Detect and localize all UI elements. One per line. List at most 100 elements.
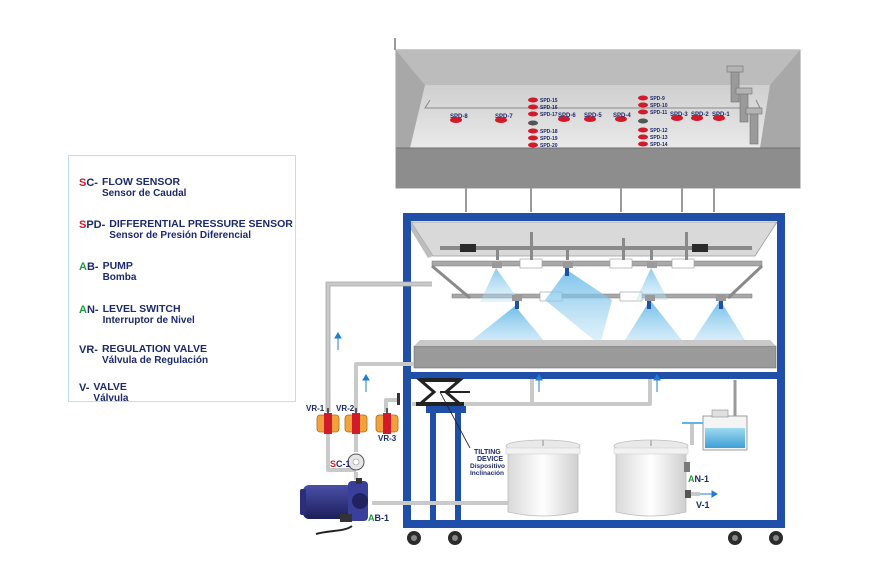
svg-text:SPD-5: SPD-5: [584, 113, 602, 119]
sensor-spd-15: SPD-15: [528, 97, 558, 104]
sensor-spd-16: SPD-16: [528, 104, 558, 111]
legend-spanish: Sensor de Presión Diferencial: [109, 230, 252, 241]
svg-text:SPD-8: SPD-8: [450, 114, 468, 120]
sensor-spd-10: SPD-10: [638, 102, 668, 109]
collecting-channel: [413, 340, 777, 369]
tilting-device: [415, 378, 471, 449]
label-ab-1: AB-1: [368, 513, 389, 523]
legend-english: FLOW SENSOR: [101, 176, 181, 188]
svg-text:SPD-10: SPD-10: [650, 103, 668, 109]
svg-text:SPD-17: SPD-17: [540, 112, 558, 118]
sensor-spd-19: SPD-19: [528, 135, 558, 142]
svg-text:SPD-3: SPD-3: [670, 112, 688, 118]
level-switch-an-1: [684, 462, 690, 472]
legend-code: AN-: [79, 304, 99, 316]
svg-text:SPD-4: SPD-4: [613, 113, 631, 119]
sensor-spd-11: SPD-11: [638, 109, 667, 116]
svg-text:SPD-18: SPD-18: [540, 129, 558, 135]
legend-english: LEVEL SWITCH: [102, 303, 181, 315]
flow-sensor-sc-1: [347, 453, 365, 471]
regulation-valve-vr-3: [375, 408, 399, 434]
legend-spanish: Bomba: [102, 272, 137, 283]
sensor-spd-12: SPD-12: [638, 127, 668, 134]
svg-text:SPD-13: SPD-13: [650, 135, 668, 141]
flow-arrows: [334, 332, 718, 498]
legend-spanish: Interruptor de Nivel: [102, 315, 195, 326]
sensor-spd-4: SPD-4: [613, 113, 631, 122]
svg-text:SPD-14: SPD-14: [650, 142, 668, 148]
svg-text:SPD-19: SPD-19: [540, 136, 558, 142]
support-frame: [403, 213, 785, 545]
legend-code: AB-: [79, 261, 99, 273]
svg-text:SPD-7: SPD-7: [495, 114, 513, 120]
sensor-spd-20: SPD-20: [528, 142, 558, 149]
sensor-port: [528, 120, 538, 126]
sensor-spd-14: SPD-14: [638, 141, 668, 148]
sensor-spd-1: SPD-1: [712, 112, 730, 121]
sensor-spd-8: SPD-8: [450, 114, 468, 123]
legend-code: SPD-: [79, 219, 106, 231]
label-vr-1: VR-1: [306, 404, 325, 413]
sensor-spd-17: SPD-17: [528, 111, 558, 118]
sensor-spd-7: SPD-7: [495, 114, 513, 123]
label-v-1: V-1: [696, 500, 710, 510]
label-vr-2: VR-2: [336, 404, 355, 413]
sensor-spd-9: SPD-9: [638, 95, 665, 102]
sensor-spd-6: SPD-6: [558, 113, 576, 122]
label-vr-3: VR-3: [378, 434, 397, 443]
spd-sensor-group: SPD-8 SPD-7 SPD-6 SPD-5 SPD-4 SPD-3 SPD-…: [450, 95, 730, 149]
legend-english: VALVE: [93, 381, 127, 393]
svg-text:SPD-2: SPD-2: [691, 112, 709, 118]
svg-text:SPD-9: SPD-9: [650, 96, 665, 102]
svg-text:SPD-12: SPD-12: [650, 128, 668, 134]
tank-left: [505, 439, 581, 517]
svg-text:SPD-15: SPD-15: [540, 98, 558, 104]
diagram-labels: VR-1 VR-2 VR-3 SC-1 AB-1 AN-1 V-1 TILTIN…: [306, 404, 710, 523]
legend-spanish: Válvula: [93, 393, 129, 404]
sensor-port: [638, 118, 648, 124]
regulation-valve-vr-1: [316, 408, 340, 434]
legend-code: V-: [79, 382, 90, 394]
label-an-1: AN-1: [688, 474, 709, 484]
legend-code: SC-: [79, 177, 98, 189]
svg-text:SPD-6: SPD-6: [558, 113, 576, 119]
legend-code: VR-: [79, 344, 98, 356]
water-reservoir: [682, 380, 748, 451]
legend-english: REGULATION VALVE: [101, 343, 207, 355]
legend-english: DIFFERENTIAL PRESSURE SENSOR: [109, 218, 293, 230]
regulation-valve-vr-2: [344, 408, 368, 434]
sensor-spd-5: SPD-5: [584, 113, 602, 122]
legend-spanish: Sensor de Caudal: [101, 188, 187, 199]
svg-text:SPD-16: SPD-16: [540, 105, 558, 111]
sensor-spd-13: SPD-13: [638, 134, 668, 141]
tray-enlarged-view: [394, 38, 801, 212]
label-sc-1: SC-1: [330, 459, 351, 469]
sensor-spd-2: SPD-2: [691, 112, 709, 121]
sensor-spd-3: SPD-3: [670, 112, 688, 121]
spray-nozzles: [462, 262, 748, 348]
pump-ab-1: [300, 478, 368, 535]
pipe-outline: [325, 281, 432, 412]
tank-right: [613, 439, 689, 517]
valve-handle: [397, 393, 400, 405]
svg-text:SPD-1: SPD-1: [712, 112, 730, 118]
svg-text:SPD-11: SPD-11: [650, 110, 667, 116]
sensor-spd-18: SPD-18: [528, 128, 558, 135]
legend-english: PUMP: [102, 260, 133, 272]
legend-spanish: Válvula de Regulación: [101, 355, 209, 366]
